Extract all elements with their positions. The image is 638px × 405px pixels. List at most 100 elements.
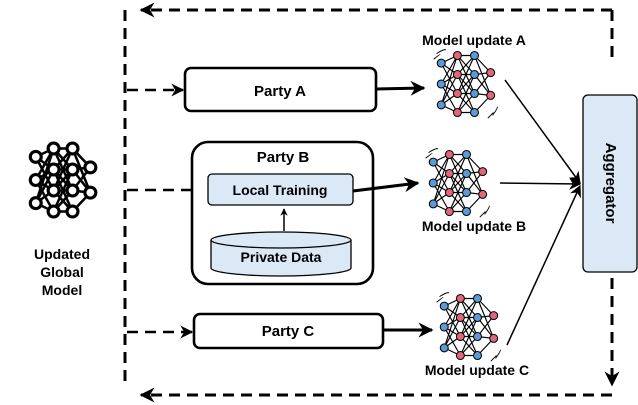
network-node bbox=[472, 312, 483, 323]
private-data-cylinder: Private Data bbox=[210, 231, 352, 277]
network-edge bbox=[448, 173, 468, 212]
network-edge bbox=[443, 305, 461, 337]
global-model-network-icon bbox=[28, 141, 98, 219]
global-model-label-line-1: Updated bbox=[34, 246, 90, 262]
arrow-update-c-to-aggregator bbox=[506, 184, 581, 346]
network-node bbox=[469, 88, 480, 99]
network-node bbox=[46, 141, 61, 156]
network-edge bbox=[432, 154, 450, 205]
global-model-label-line-2: Global bbox=[40, 264, 84, 280]
model-update-b-network-icon bbox=[425, 148, 490, 218]
network-node bbox=[461, 206, 472, 217]
network-node bbox=[461, 187, 472, 198]
network-node bbox=[439, 343, 449, 353]
update-signal-mark bbox=[487, 112, 494, 119]
party-c-box: Party C bbox=[192, 312, 385, 350]
network-edge bbox=[443, 298, 461, 328]
network-edge bbox=[456, 55, 476, 94]
party-c-label: Party C bbox=[262, 323, 315, 340]
network-edge bbox=[473, 55, 492, 96]
arrow-party-b-to-update bbox=[352, 177, 420, 193]
network-node bbox=[28, 149, 43, 164]
network-node bbox=[444, 168, 454, 179]
party-b-label: Party B bbox=[257, 149, 310, 166]
network-node bbox=[489, 311, 499, 321]
network-edge bbox=[432, 182, 450, 212]
network-node bbox=[469, 107, 480, 118]
network-node bbox=[455, 350, 465, 361]
party-a-box: Party A bbox=[183, 66, 378, 113]
network-node bbox=[486, 68, 496, 78]
network-node bbox=[436, 58, 446, 68]
update-signal-mark bbox=[428, 148, 439, 154]
network-node bbox=[452, 69, 462, 80]
network-edge bbox=[440, 55, 458, 106]
network-edge bbox=[443, 326, 461, 356]
network-node bbox=[455, 331, 465, 342]
network-node bbox=[455, 312, 465, 323]
global-model-label-line-3: Model bbox=[42, 282, 82, 298]
network-edge bbox=[443, 298, 461, 349]
network-node bbox=[452, 107, 462, 118]
network-node bbox=[469, 69, 480, 80]
network-node bbox=[452, 50, 462, 61]
network-node bbox=[46, 204, 61, 219]
network-node bbox=[28, 172, 43, 188]
update-signal-mark bbox=[484, 205, 490, 215]
network-edge bbox=[465, 154, 484, 195]
network-node bbox=[428, 178, 438, 188]
update-signal-mark bbox=[492, 106, 498, 116]
arrow-update-b-to-aggregator bbox=[499, 177, 582, 190]
network-node bbox=[428, 157, 438, 167]
network-node bbox=[65, 204, 80, 219]
network-node bbox=[455, 293, 465, 304]
private-data-label: Private Data bbox=[241, 249, 322, 265]
model-update-c-network-icon bbox=[436, 292, 501, 362]
model-update-c-label: Model update C bbox=[425, 362, 529, 378]
network-node bbox=[428, 199, 438, 209]
network-edge bbox=[34, 148, 55, 204]
network-edge bbox=[456, 74, 476, 113]
network-edge bbox=[448, 154, 468, 193]
network-edge bbox=[440, 83, 458, 113]
network-node bbox=[461, 168, 472, 179]
network-edge bbox=[440, 74, 458, 106]
network-node bbox=[436, 100, 446, 110]
network-node bbox=[444, 187, 454, 198]
network-edge bbox=[440, 62, 458, 94]
local-training-label: Local Training bbox=[233, 182, 328, 198]
update-signal-mark bbox=[439, 292, 450, 298]
network-node bbox=[486, 90, 496, 100]
network-node bbox=[28, 196, 43, 211]
network-node bbox=[489, 333, 499, 343]
network-node bbox=[469, 50, 480, 61]
local-training-box: Local Training bbox=[207, 173, 354, 206]
network-node bbox=[472, 350, 483, 361]
aggregator-label: Aggregator bbox=[602, 143, 619, 224]
update-signal-mark bbox=[433, 54, 441, 60]
arrow-party-a-to-update bbox=[375, 80, 426, 96]
update-signal-mark bbox=[436, 297, 444, 303]
network-edge bbox=[459, 317, 479, 356]
aggregator-box: Aggregator bbox=[582, 94, 638, 273]
feedback-loop bbox=[123, 2, 620, 403]
network-node bbox=[478, 167, 488, 177]
network-edge bbox=[432, 161, 450, 193]
network-edge bbox=[71, 148, 92, 194]
party-a-label: Party A bbox=[254, 83, 306, 100]
party-b-box: Party B Local Training Private Data bbox=[190, 140, 375, 286]
network-node bbox=[472, 293, 483, 304]
network-node bbox=[46, 162, 61, 177]
network-node bbox=[436, 79, 446, 89]
update-signal-mark bbox=[436, 49, 447, 55]
network-edge bbox=[476, 298, 495, 339]
model-update-a-network-icon bbox=[433, 49, 498, 119]
network-node bbox=[65, 162, 80, 177]
network-node bbox=[478, 189, 488, 199]
network-edge bbox=[52, 147, 74, 192]
network-node bbox=[83, 160, 98, 175]
network-edge bbox=[432, 154, 450, 184]
model-update-b-label: Model update B bbox=[422, 218, 526, 234]
network-edge bbox=[440, 55, 458, 85]
